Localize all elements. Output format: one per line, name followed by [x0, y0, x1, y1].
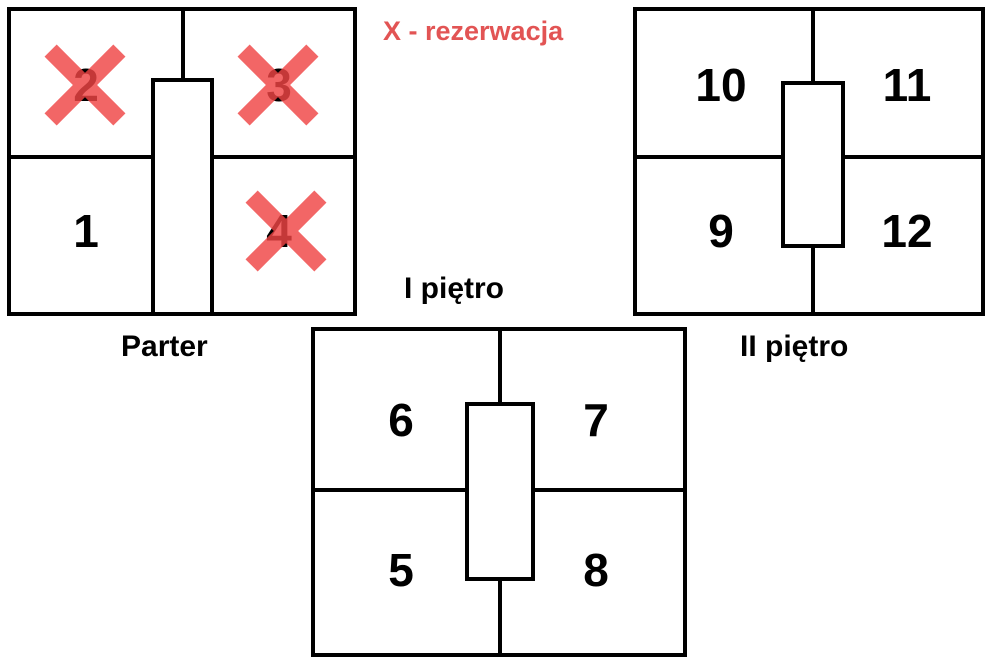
wall-parter-1	[210, 155, 357, 159]
room-number-label: 8	[583, 544, 609, 596]
room-number-label: 11	[882, 59, 932, 111]
room-number-label: 6	[388, 394, 414, 446]
room-6[interactable]: 6	[355, 385, 447, 455]
room-10[interactable]: 10	[671, 50, 771, 120]
room-9[interactable]: 9	[671, 196, 771, 266]
wall-ii-pietro-1	[843, 155, 985, 159]
room-4[interactable]: 4	[233, 196, 325, 266]
wall-i-pietro-1	[533, 488, 687, 492]
room-number-label: 12	[881, 205, 933, 257]
room-number-label: 1	[73, 205, 99, 257]
room-3[interactable]: 3	[233, 50, 325, 120]
room-number-label: 5	[388, 544, 414, 596]
stair-shaft-parter	[151, 78, 214, 316]
wall-ii-pietro-2	[811, 7, 815, 83]
room-12[interactable]: 12	[857, 196, 957, 266]
wall-ii-pietro-0	[633, 155, 783, 159]
legend-reservation: X - rezerwacja	[383, 16, 564, 46]
wall-i-pietro-3	[498, 579, 502, 657]
wall-parter-0	[7, 155, 155, 159]
wall-i-pietro-0	[311, 488, 467, 492]
floor-caption-parter: Parter	[121, 330, 208, 363]
room-1[interactable]: 1	[40, 196, 132, 266]
room-number-label: 4	[266, 205, 292, 257]
room-number-label: 3	[266, 59, 292, 111]
room-2[interactable]: 2	[40, 50, 132, 120]
floor-caption-ii-pietro: II piętro	[740, 330, 849, 363]
wall-ii-pietro-3	[811, 246, 815, 316]
stair-shaft-ii-pietro	[781, 81, 845, 248]
room-number-label: 2	[73, 59, 99, 111]
room-7[interactable]: 7	[550, 385, 642, 455]
room-5[interactable]: 5	[355, 535, 447, 605]
floor-caption-i-pietro: I piętro	[404, 272, 505, 305]
wall-i-pietro-2	[498, 327, 502, 404]
room-number-label: 10	[695, 59, 747, 111]
room-number-label: 9	[708, 205, 734, 257]
wall-parter-2	[181, 7, 185, 80]
room-8[interactable]: 8	[550, 535, 642, 605]
room-number-label: 7	[583, 394, 609, 446]
room-11[interactable]: 11	[857, 50, 957, 120]
stair-shaft-i-pietro	[465, 402, 535, 581]
